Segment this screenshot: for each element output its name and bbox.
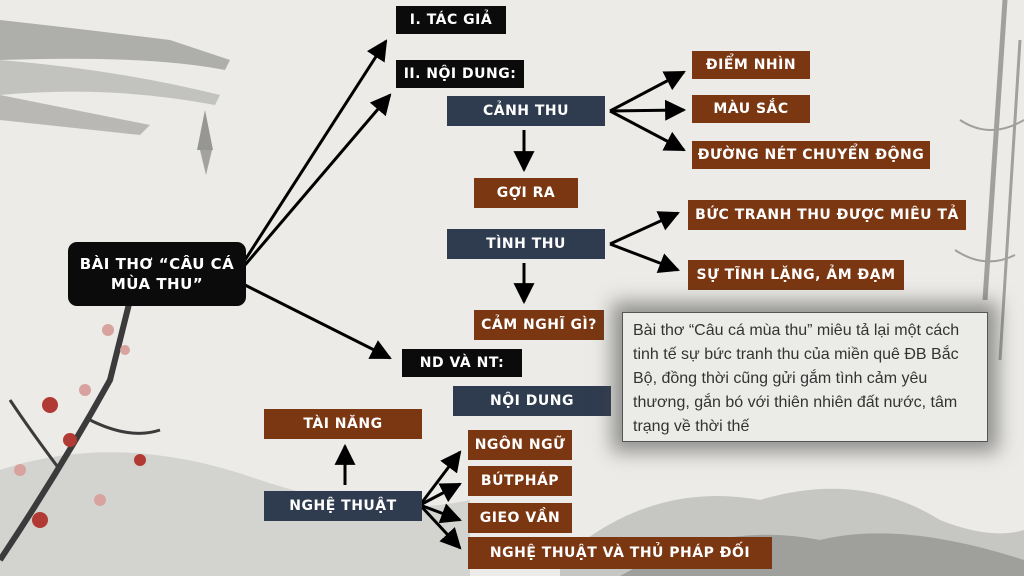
plum-blossom-icon — [0, 299, 161, 562]
mood-detail-picture: BỨC TRANH THU ĐƯỢC MIÊU TẢ — [688, 200, 966, 230]
arrow-mood-to-silence — [609, 242, 680, 274]
talent-node: TÀI NĂNG — [264, 409, 422, 439]
summary-note: Bài thơ “Câu cá mùa thu” miêu tả lại một… — [622, 312, 988, 442]
arrow-scene-to-viewpoint — [609, 70, 686, 113]
arrow-art-to-contrast — [418, 503, 462, 550]
arrow-root-to-value — [244, 283, 392, 360]
art-detail-rhyme: GIEO VẦN — [468, 503, 572, 533]
mood-node: TÌNH THU — [447, 229, 605, 259]
arrow-root-to-content — [243, 93, 392, 266]
content-value-node: NỘI DUNG — [453, 386, 611, 416]
art-detail-style: BÚTPHÁP — [468, 466, 572, 496]
branch-author: I. TÁC GIẢ — [396, 6, 506, 34]
scene-detail-color: MÀU SẮC — [692, 95, 810, 123]
arrow-scene-to-motion — [609, 109, 686, 152]
branch-value: ND VÀ NT: — [402, 349, 522, 377]
art-node: NGHỆ THUẬT — [264, 491, 422, 521]
roof-eave-icon — [0, 20, 230, 175]
scene-detail-motion: ĐƯỜNG NÉT CHUYỂN ĐỘNG — [692, 141, 930, 169]
mood-detail-silence: SỰ TĨNH LẶNG, ẢM ĐẠM — [688, 260, 904, 290]
art-detail-contrast: NGHỆ THUẬT VÀ THỦ PHÁP ĐỐI — [468, 537, 772, 569]
scene-detail-viewpoint: ĐIỂM NHÌN — [692, 51, 810, 79]
scene-node: CẢNH THU — [447, 96, 605, 126]
art-detail-language: NGÔN NGỮ — [468, 430, 572, 460]
evoke-node: GỢI RA — [474, 178, 578, 208]
bamboo-icon — [954, 0, 1024, 361]
root-node: BÀI THƠ “CÂU CÁ MÙA THU” — [68, 242, 246, 306]
branch-content: II. NỘI DUNG: — [396, 60, 524, 88]
arrow-art-to-rhyme — [419, 503, 462, 524]
arrow-art-to-style — [419, 482, 462, 507]
arrow-scene-to-color — [609, 99, 687, 121]
question-node: CẢM NGHĨ GÌ? — [474, 310, 604, 340]
arrow-mood-to-picture — [609, 211, 680, 246]
arrow-root-to-author — [243, 39, 388, 261]
arrow-art-to-language — [418, 450, 462, 506]
